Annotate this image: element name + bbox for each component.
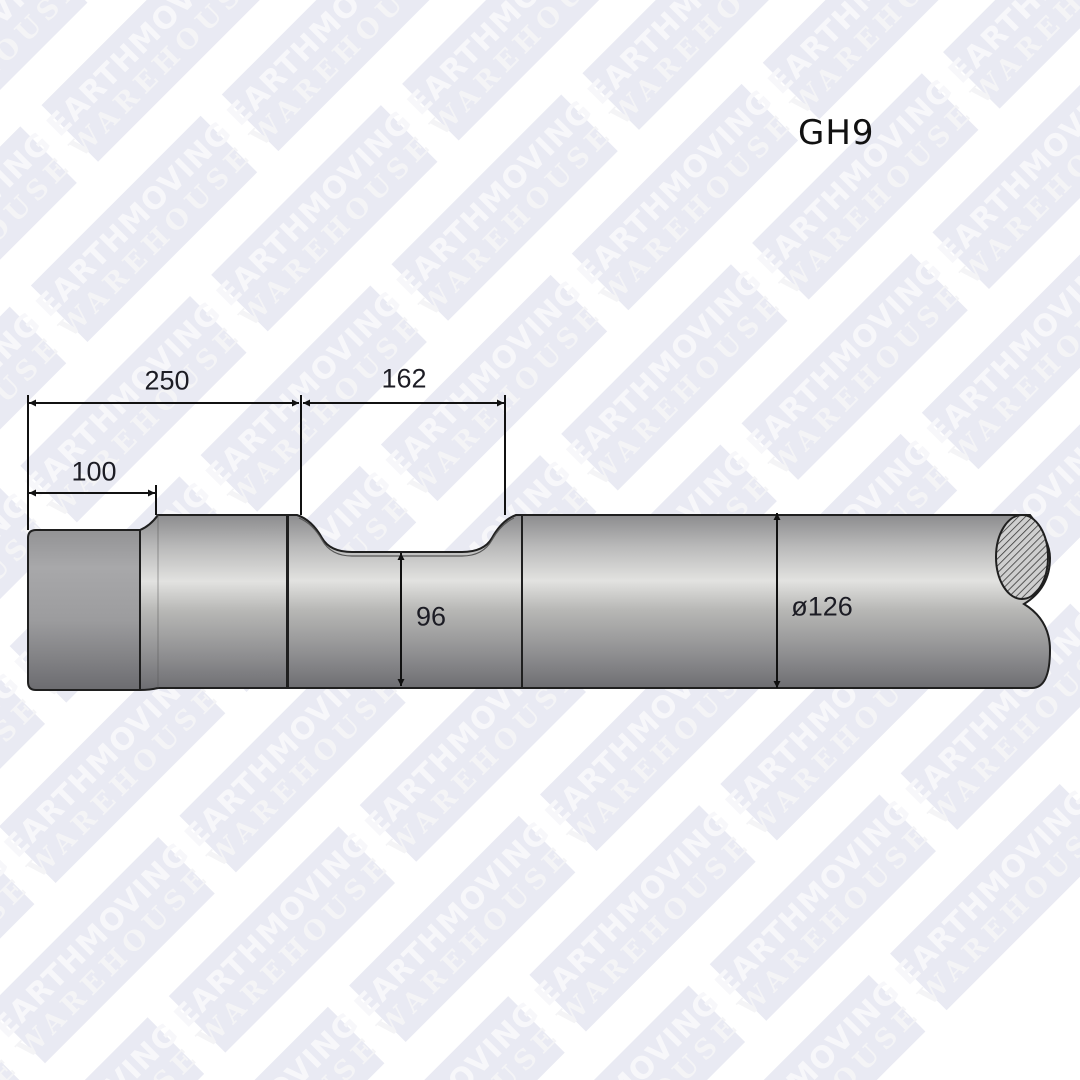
watermark-tile bbox=[161, 819, 403, 1061]
dimension-250-label: 250 bbox=[144, 365, 190, 396]
watermark-tile bbox=[744, 65, 986, 308]
tool-body bbox=[27, 514, 1052, 692]
watermark-tile bbox=[193, 278, 435, 520]
watermark-tile bbox=[341, 808, 583, 1050]
watermark-tile bbox=[23, 108, 265, 350]
section-hatch bbox=[995, 514, 1049, 600]
dimension-lines bbox=[27, 395, 781, 688]
collar-section bbox=[139, 514, 291, 692]
main-body-section bbox=[521, 514, 1052, 689]
dimension-162-label: 162 bbox=[381, 363, 427, 394]
dimension-100-label: 100 bbox=[71, 456, 117, 487]
watermark-tile bbox=[564, 76, 806, 318]
dimension-96-label: 96 bbox=[415, 601, 447, 632]
watermark-tile bbox=[702, 787, 944, 1029]
watermark-tile bbox=[734, 246, 976, 488]
watermark-tile bbox=[384, 87, 626, 329]
watermark-tile bbox=[521, 797, 763, 1039]
watermark-tile bbox=[203, 97, 445, 339]
dimension-126-label: ø126 bbox=[791, 591, 853, 622]
watermark-tile bbox=[553, 256, 795, 499]
model-label: GH9 bbox=[798, 113, 875, 153]
groove-section bbox=[287, 514, 525, 689]
